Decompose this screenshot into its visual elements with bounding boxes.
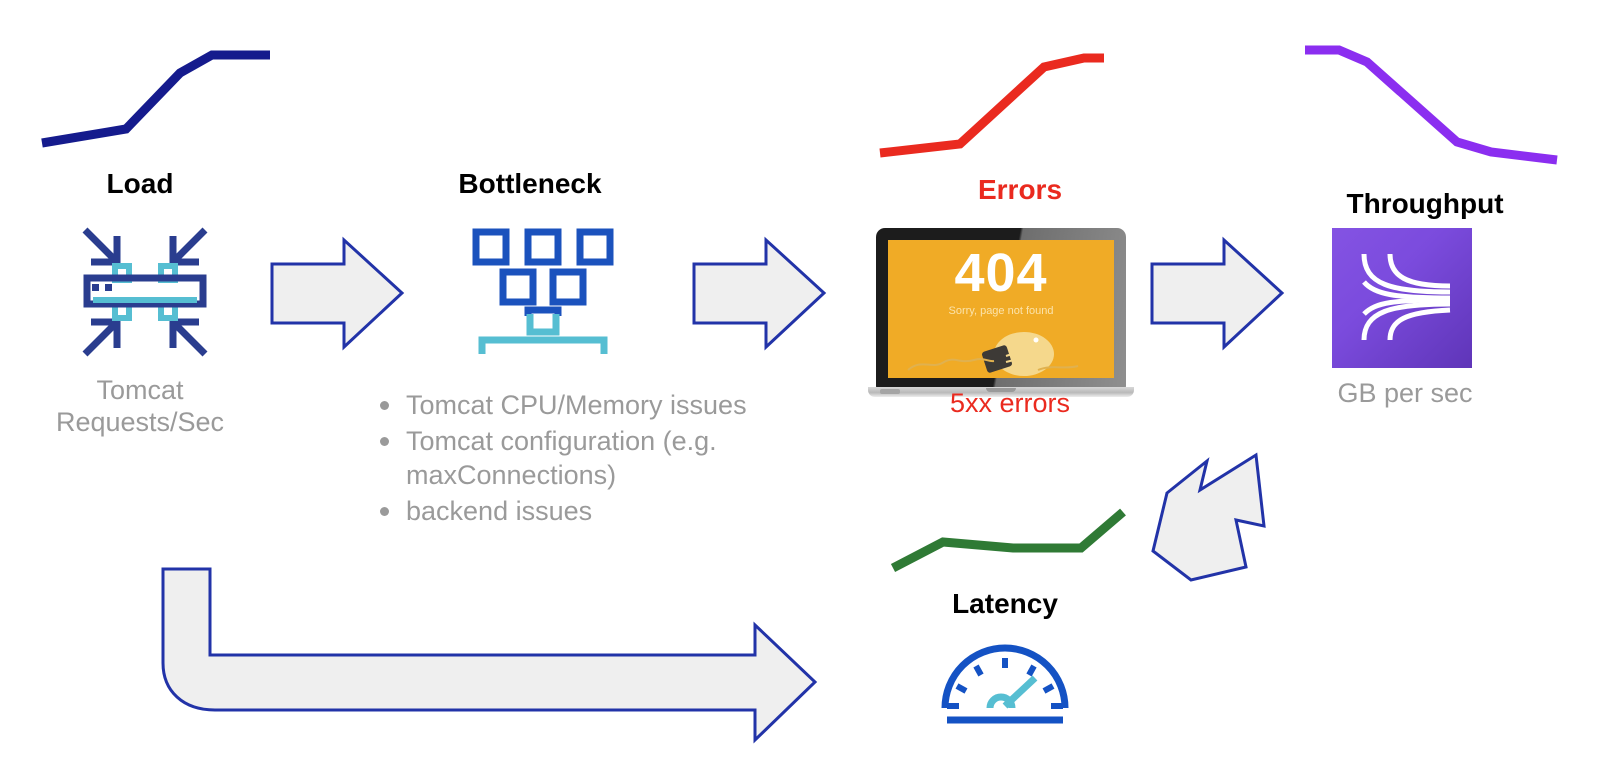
bottleneck-funnel-icon — [472, 228, 614, 354]
stage-caption-throughput: GB per sec — [1337, 378, 1473, 408]
arrow-load-to-bottleneck — [270, 236, 405, 351]
list-item: Tomcat CPU/Memory issues — [372, 388, 762, 423]
throughput-sparkline-line — [1305, 45, 1558, 165]
arrow-shape — [270, 236, 405, 351]
arrow-shape — [161, 567, 818, 744]
latency-sparkline-line — [890, 508, 1126, 572]
stage-title-errors: Errors — [977, 174, 1063, 205]
laptop-base — [868, 387, 1134, 397]
bottleneck-bullet-list: Tomcat CPU/Memory issues Tomcat configur… — [372, 388, 762, 529]
arrow-errors-to-throughput — [1150, 236, 1285, 351]
laptop-404-icon: 404 Sorry, page not found — [868, 228, 1134, 398]
laptop-screen: 404 Sorry, page not found — [888, 240, 1114, 378]
arrow-bottleneck-to-errors — [692, 236, 827, 351]
latency-sparkline-chart — [890, 508, 1126, 572]
load-sparkline-chart — [41, 50, 270, 148]
stage-title-bottleneck: Bottleneck — [458, 168, 602, 199]
arrow-latency-up — [1151, 452, 1266, 582]
laptop-lid: 404 Sorry, page not found — [876, 228, 1126, 388]
throughput-lines-glyph — [1361, 253, 1451, 341]
arrow-shape — [1150, 236, 1285, 351]
stage-caption-errors: 5xx errors — [949, 388, 1071, 418]
errors-sparkline-line — [879, 53, 1104, 158]
tomcat-server-load-icon — [82, 227, 208, 357]
stage-caption-load: Tomcat Requests/Sec — [55, 375, 225, 437]
load-sparkline-line — [41, 50, 270, 148]
stage-title-throughput: Throughput — [1346, 188, 1504, 219]
list-item: backend issues — [372, 494, 762, 529]
laptop-notch — [986, 388, 1016, 392]
errors-sparkline-chart — [879, 53, 1104, 158]
speedometer-gauge-icon — [941, 644, 1069, 724]
error-code-404: 404 — [954, 243, 1048, 303]
stage-title-latency: Latency — [952, 588, 1058, 619]
arrow-shape — [692, 236, 827, 351]
throughput-sparkline-chart — [1305, 45, 1558, 165]
error-screen-message: Sorry, page not found — [948, 305, 1054, 317]
arrow-shape — [1151, 452, 1266, 582]
stage-title-load: Load — [106, 168, 174, 199]
list-item: Tomcat configuration (e.g. maxConnection… — [372, 424, 762, 493]
arrow-feedback-elbow — [161, 567, 818, 744]
throughput-funnel-tile-icon — [1332, 228, 1472, 368]
laptop-foot — [880, 389, 900, 394]
broken-bulb-illustration — [907, 332, 1079, 376]
